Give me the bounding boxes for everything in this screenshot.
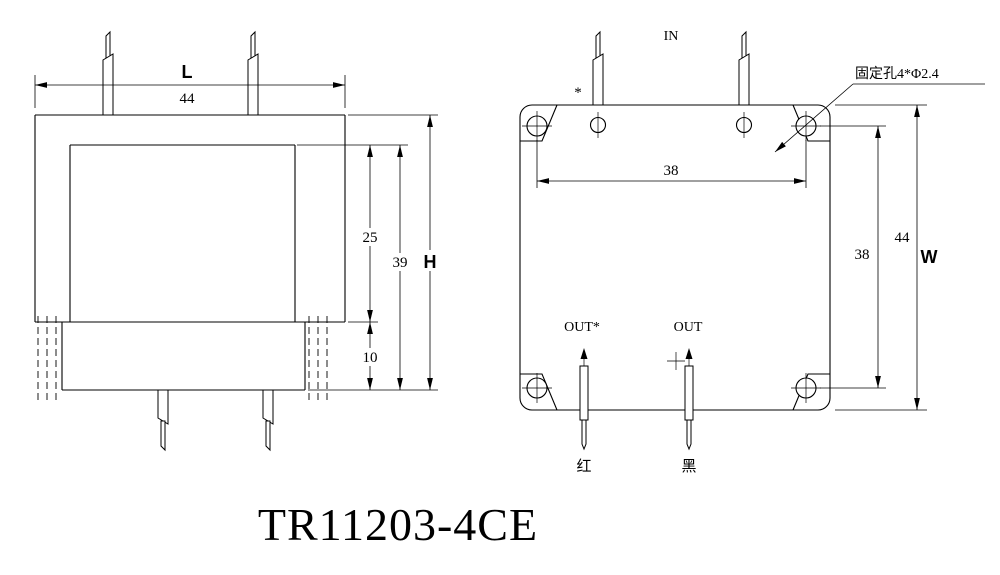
front-view-top-pin-right — [247, 30, 259, 116]
star-marker: * — [574, 85, 582, 101]
top-view-out-pin-right — [667, 348, 694, 451]
hole-note-leader: 固定孔4*Φ2.4 — [774, 66, 985, 153]
black-wire-label: 黑 — [681, 459, 696, 475]
top-view-in-pin-left — [589, 30, 607, 138]
dim-38-horizontal: 38 — [664, 163, 679, 179]
front-view-bottom-pin-right — [262, 389, 274, 452]
in-label: IN — [664, 29, 679, 44]
top-view-dimensions: 38 38 44 W — [536, 104, 938, 411]
mounting-hole-note: 固定孔4*Φ2.4 — [855, 66, 939, 82]
front-view-hidden-lines — [37, 316, 328, 402]
dim-39: 39 — [393, 255, 408, 271]
front-view-body — [34, 114, 346, 391]
dim-44-width: 44 — [180, 91, 196, 107]
part-number-title: TR11203-4CE — [258, 499, 538, 550]
front-view-dimensions: L 44 25 10 39 H — [34, 62, 442, 391]
dim-L-label: L — [182, 62, 193, 82]
dim-H-label: H — [424, 252, 437, 272]
dim-44-height: 44 — [895, 230, 911, 246]
front-view-bottom-pin-left — [157, 389, 169, 452]
dim-25: 25 — [363, 230, 378, 246]
dim-W-label: W — [921, 247, 938, 267]
red-wire-label: 红 — [576, 458, 591, 475]
front-view: L 44 25 10 39 H — [34, 30, 442, 452]
top-view-body — [519, 104, 831, 411]
front-view-top-pin-left — [102, 30, 114, 116]
out-pin-cross-mark — [667, 352, 685, 370]
dim-10: 10 — [363, 350, 378, 366]
dim-38-vertical: 38 — [855, 247, 870, 263]
top-view-labels: IN * OUT* OUT 红 黑 — [564, 29, 703, 475]
top-view: IN * OUT* OUT 红 黑 固定孔4*Φ2.4 38 38 — [519, 29, 985, 475]
out-star-label: OUT* — [564, 320, 600, 335]
top-view-out-pin-left — [579, 348, 589, 451]
out-label: OUT — [674, 320, 703, 335]
top-view-corner-pads — [520, 104, 830, 411]
top-view-in-pin-right — [735, 30, 753, 138]
